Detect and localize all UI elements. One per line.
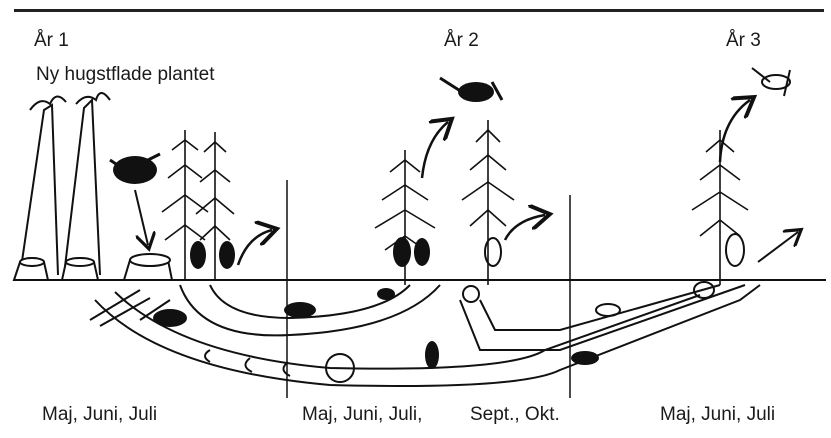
weevil-icon (752, 68, 790, 96)
weevil-icon (440, 78, 502, 102)
arrow-icon (758, 232, 798, 262)
weevil-icon (463, 238, 501, 302)
arrow-icon (720, 100, 750, 162)
weevil-icon (110, 154, 160, 184)
larva-icon (205, 350, 354, 382)
arrow-icon (505, 215, 545, 240)
arrow-icon (135, 190, 148, 245)
arrow-icon (238, 230, 272, 265)
arrow-icon (422, 122, 448, 178)
stump-icon (14, 254, 172, 280)
tree-trunk-icon (20, 93, 110, 275)
larval-channel (95, 285, 760, 386)
weevil-icon (190, 241, 235, 269)
